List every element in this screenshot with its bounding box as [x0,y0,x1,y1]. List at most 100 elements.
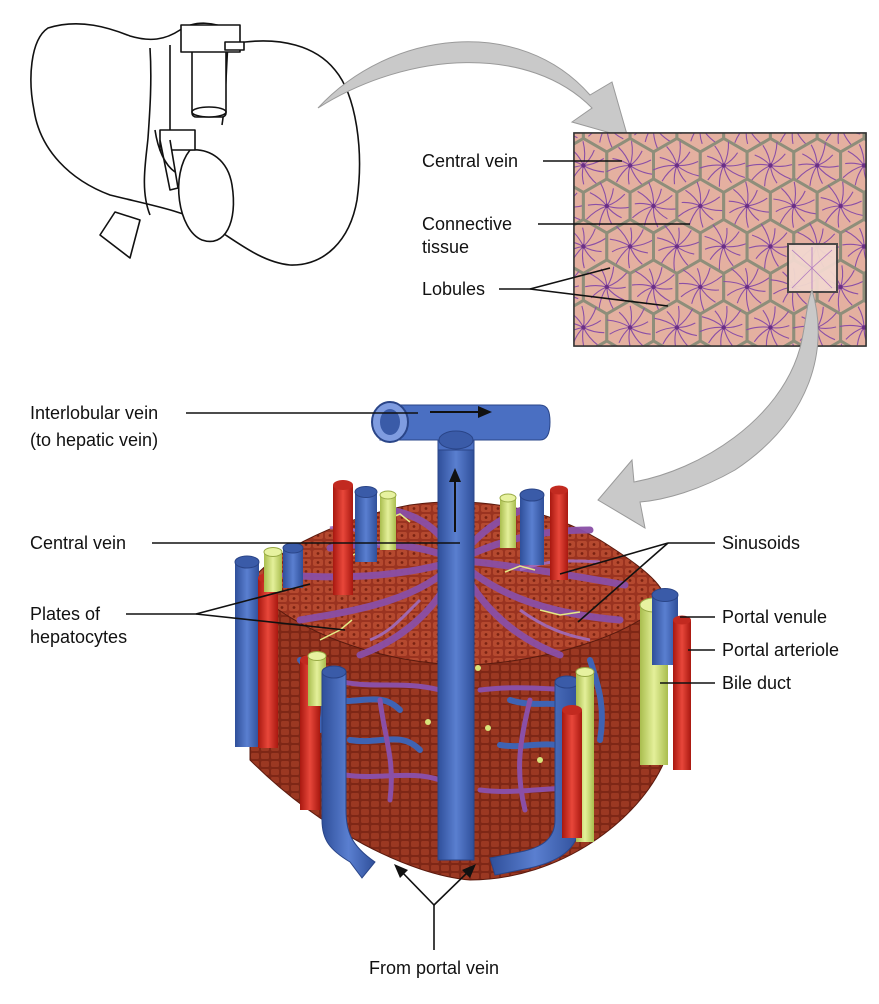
sinusoid-line [607,368,613,386]
sinusoid-line [839,449,840,471]
sinusoid-line [600,449,607,472]
sinusoid-line [796,489,818,491]
sinusoid-line [863,125,879,128]
sinusoid-line [780,351,793,368]
sinusoid-line [747,368,763,386]
sinusoid-line [598,426,607,449]
sinusoid-line [724,118,747,125]
sinusoid-line [677,409,687,425]
sinusoid-line [590,368,607,381]
central-vein-dot [581,325,585,329]
sinusoid-line [729,364,748,368]
sinusoid-line [654,431,660,449]
sinusoid-line [747,119,765,125]
central-vein-dot [698,366,702,370]
central-vein-dot [838,285,842,289]
sinusoid-line [771,117,794,126]
sinusoid-line [583,409,586,431]
sinusoid-line [841,363,859,368]
sinusoid-line [841,368,861,375]
sinusoid-line [857,490,864,513]
sinusoid-line [536,124,560,126]
sinusoid-line [705,408,724,412]
sinusoid-line [778,430,794,449]
sinusoid-line [617,391,630,408]
sinusoid-line [700,104,712,125]
central-vein-dot [581,244,585,248]
sinusoid-line [776,449,794,456]
central-vein-dot [558,447,562,451]
central-vein-dot [698,285,702,289]
label-from-portal-vein: From portal vein [369,958,499,978]
label-central-vein-bottom: Central vein [30,533,126,553]
sinusoid-line [654,449,660,470]
sinusoid-line [711,490,723,504]
sinusoid-line [796,477,817,490]
sinusoid-line [867,441,879,449]
sinusoid-line [864,396,879,408]
central-vein-dot [862,406,866,410]
central-vein-dot [605,204,609,208]
sinusoid-line [747,360,764,368]
sinusoid-line [544,368,560,382]
sinusoid-line [677,120,701,125]
sinusoid-line [630,401,650,408]
lobule-hexagon [583,341,630,395]
central-vein-dot [558,204,562,208]
central-vein-dot [838,366,842,370]
lobule-hexagon [841,463,879,517]
lobule-hexagon [537,341,584,395]
sinusoid-line [864,409,879,424]
sinusoid-line [654,368,673,383]
sinusoid-line [696,347,700,368]
sinusoid-line [770,474,785,489]
sinusoid-line [700,432,708,449]
sinusoid-line [844,475,864,489]
central-vein-dot [628,325,632,329]
central-vein-dot [722,487,726,491]
sinusoid-line [770,468,774,489]
sinusoid-line [665,391,677,409]
central-vein-dot [768,244,772,248]
sinusoid-line [700,125,721,130]
sinusoid-line [675,409,677,431]
sinusoid-line [560,449,569,469]
sinusoid-line [684,449,700,459]
sinusoid-line [560,434,576,449]
label-connective-tissue-line2: tissue [422,237,469,257]
central-vein-dot [558,366,562,370]
sinusoid-line [747,105,761,125]
central-vein-dot [745,285,749,289]
central-vein-dot [558,123,562,127]
central-vein-dot [768,487,772,491]
sinusoid-line [700,346,710,368]
central-vein-dot [605,366,609,370]
sinusoid-line [677,394,689,409]
sinusoid-line [864,391,870,409]
sinusoid-line [817,490,825,510]
central-vein-dot [651,366,655,370]
sinusoid-line [812,409,818,430]
sinusoid-line [583,367,607,369]
sinusoid-line [733,352,748,368]
sinusoid-line [583,490,586,514]
sinusoid-line [871,116,879,125]
sinusoid-line [607,436,624,449]
sinusoid-line [659,409,677,414]
sinusoid-line [565,404,584,408]
sinusoid-line [560,368,581,381]
label-portal-venule: Portal venule [722,607,827,627]
sinusoid-line [841,442,864,449]
sinusoid-line [691,368,700,388]
sinusoid-line [724,384,727,408]
sinusoid-line [555,449,560,473]
sinusoid-line [826,449,840,469]
sinusoid-line [654,345,663,368]
sinusoid-line [864,475,879,490]
lobule-hexagon [630,341,677,395]
sinusoid-line [607,368,629,369]
sinusoid-line [812,490,818,514]
sinusoid-line [872,125,879,140]
sinusoid-line [560,206,566,224]
